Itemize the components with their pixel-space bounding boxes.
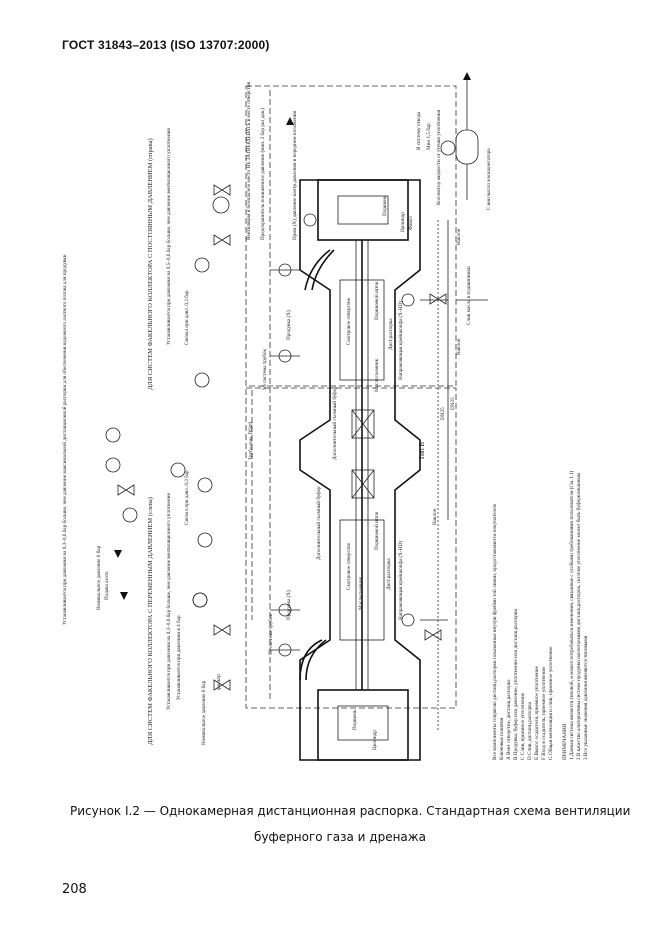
purge-label: Продувка (Х) (285, 590, 292, 620)
left-set-label: Устанавливается при давлении на 0,3–0,6 … (165, 493, 172, 710)
filter-label: фильтр (215, 674, 222, 690)
dn25-label: DN25 (440, 407, 446, 420)
cylinder-left (317, 689, 409, 761)
oil-wiper-label: Маслосъемник (358, 576, 364, 610)
vent-upper-right-label: Смотровое отверстие (346, 297, 352, 345)
tube-nom-label: Труба ном. DN40 (247, 422, 254, 460)
legend-line-4: С Слив, приемное уплотнение (520, 692, 526, 760)
drain-right-label: Наклон (456, 228, 462, 245)
right-system-title: ДЛЯ СИСТЕМ ФАКЕЛЬНОГО КОЛЛЕКТОРА С ПОСТО… (147, 138, 154, 390)
distance-piece-label: Дист.распорка (388, 318, 394, 350)
note-3: 3 Все указанные значения давления являют… (583, 635, 589, 760)
oil-wiper-right-label: Маслосъемник (374, 358, 380, 392)
signal-left-label: Сигнал при давл. 0,3 бар (183, 470, 190, 525)
dn25b-label: DN25 (450, 397, 456, 410)
left-system-frame (245, 387, 457, 709)
notes-title: ПРИМЕЧАНИЯ (562, 723, 568, 760)
drain-to-label: С вин масло в конденсатора (486, 148, 492, 210)
nominal-label: Номинальное давление 6 бар (200, 680, 207, 745)
system-vent-label: В систему отвода (416, 111, 422, 150)
crosshead-box-2 (351, 409, 375, 439)
legend-line-2: А Вент отверстие, дистанц.распорка (506, 679, 512, 760)
top-note-label: Устанавливается при давлении на 0,3–0,6 … (61, 254, 68, 625)
drain-label: Наклон (432, 508, 438, 525)
type-b-label: Тип B (418, 442, 426, 460)
packing-right-label: Поршневой шток (373, 281, 380, 320)
diagram-labels: ДЛЯ СИСТЕМ ФАКЕЛЬНОГО КОЛЛЕКТОРА С ПЕРЕМ… (61, 81, 492, 750)
gas-supply-label: Подача азота (104, 571, 110, 600)
cylinder-left-label: Цилиндр (372, 730, 378, 750)
gas-arrow-left-2 (114, 550, 122, 558)
piston-left-label: Поршень (352, 709, 358, 730)
oil-drain-label: Слив масла в подшипники (466, 266, 472, 325)
note-2: 2 В качестве альтернативы системе продув… (575, 472, 582, 760)
left-system-title: ДЛЯ СИСТЕМ ФАКЕЛЬНОГО КОЛЛЕКТОРА С ПЕРЕМ… (147, 497, 154, 745)
rod-seal-right-label: Направляющая крейцкопфа (Х-HD) (397, 301, 404, 380)
figure-caption: Рисунок I.2 — Однокамерная дистанционная… (70, 798, 631, 850)
standard-header: ГОСТ 31843–2013 (ISO 13707:2000) (62, 38, 270, 52)
right-system-frame (245, 85, 457, 387)
flare-label: Факел (408, 216, 414, 230)
distance-piece-right (339, 279, 385, 381)
page-number: 208 (62, 882, 87, 897)
ss-tubing-label: SS система трубок (267, 614, 274, 655)
legend-line-3: В Продувка, буфер или давление, уплотнен… (512, 609, 519, 760)
caption-line-1: Рисунок I.2 — Однокамерная дистанционная… (70, 804, 631, 818)
valves (117, 184, 447, 691)
flare-arrow-right (286, 117, 294, 125)
rod-seal-label: Направляющая крейцкопфа (Х-HD) (397, 541, 404, 620)
legend-line-1: Ключевые понятия (499, 717, 505, 760)
collector-label: Коллектор жидкости от утечки уплотнения (436, 109, 442, 205)
vent-safe-label: Вентиляция в безопасное место НЕ ЗАТВЕРД… (245, 81, 252, 240)
gas-nominal-label: Номинальное давление 6 бар (95, 545, 102, 610)
gas-arrow-left (120, 592, 128, 600)
vent-arrow (463, 72, 471, 80)
legend-line-6: Е Вынос осадителя, приемное уплотнение (534, 665, 540, 760)
packing-label: Поршневой шток (373, 511, 380, 550)
legend-block: Все компоненты сопрягаю дистанц.распорки… (491, 471, 589, 760)
intermediate-piece-label: Дист.распорка (386, 558, 392, 590)
left-set2-label: Устанавливается при давлении в 4 бар (175, 615, 182, 700)
buffer-label: Дополнительный съемный буфер (315, 486, 322, 560)
leak-collector-vessel (455, 129, 479, 165)
instrument-bubbles (105, 140, 456, 657)
compressor-outline-top (299, 179, 421, 761)
piston-left (337, 705, 389, 741)
distance-piece-left (339, 519, 385, 641)
cylinder-right (317, 179, 409, 241)
legend-line-8: G Общая вентиляция и слив, приемное упло… (547, 646, 554, 760)
cylinder-right-label: Цилиндр (400, 212, 406, 232)
crosshead-box (351, 469, 375, 499)
setpoint-rel-label: Предохранитель пониженное давление (мин.… (259, 108, 266, 240)
set-pressure-label: Устанавливается при давлении на 0,5–0,6 … (165, 128, 172, 345)
purge-right-label: Продувка (Х) (285, 310, 292, 340)
buffer-right-label: Дополнительный съемный буфер (331, 386, 338, 460)
alarm-label: Сигнал при давл. 0,3 бар (183, 290, 190, 345)
piston-right-label: Поршень (382, 195, 388, 216)
legend-line-5: D Слив, дистанц.распорка (527, 701, 533, 760)
ss-tubing-label-2: SS система трубок (261, 349, 268, 390)
piston-right (337, 195, 389, 225)
legend-line-7: F Вход в осадитель, приемное уплотнение (541, 666, 547, 760)
drain-right-label-2: Наклон (456, 338, 462, 355)
min-pressure-label: Мин 1,5 бар (425, 123, 432, 150)
purge-note-label: Прим.(X) давление контр.давления в перед… (291, 110, 298, 240)
caption-line-2: буферного газа и дренажа (254, 830, 426, 844)
note-1: 1 Данная система является типовой, и мож… (568, 471, 575, 760)
vent-upper-label: Смотровое отверстие (346, 542, 352, 590)
legend-line-0: Все компоненты сопрягаю дистанц.распорки… (491, 503, 498, 760)
